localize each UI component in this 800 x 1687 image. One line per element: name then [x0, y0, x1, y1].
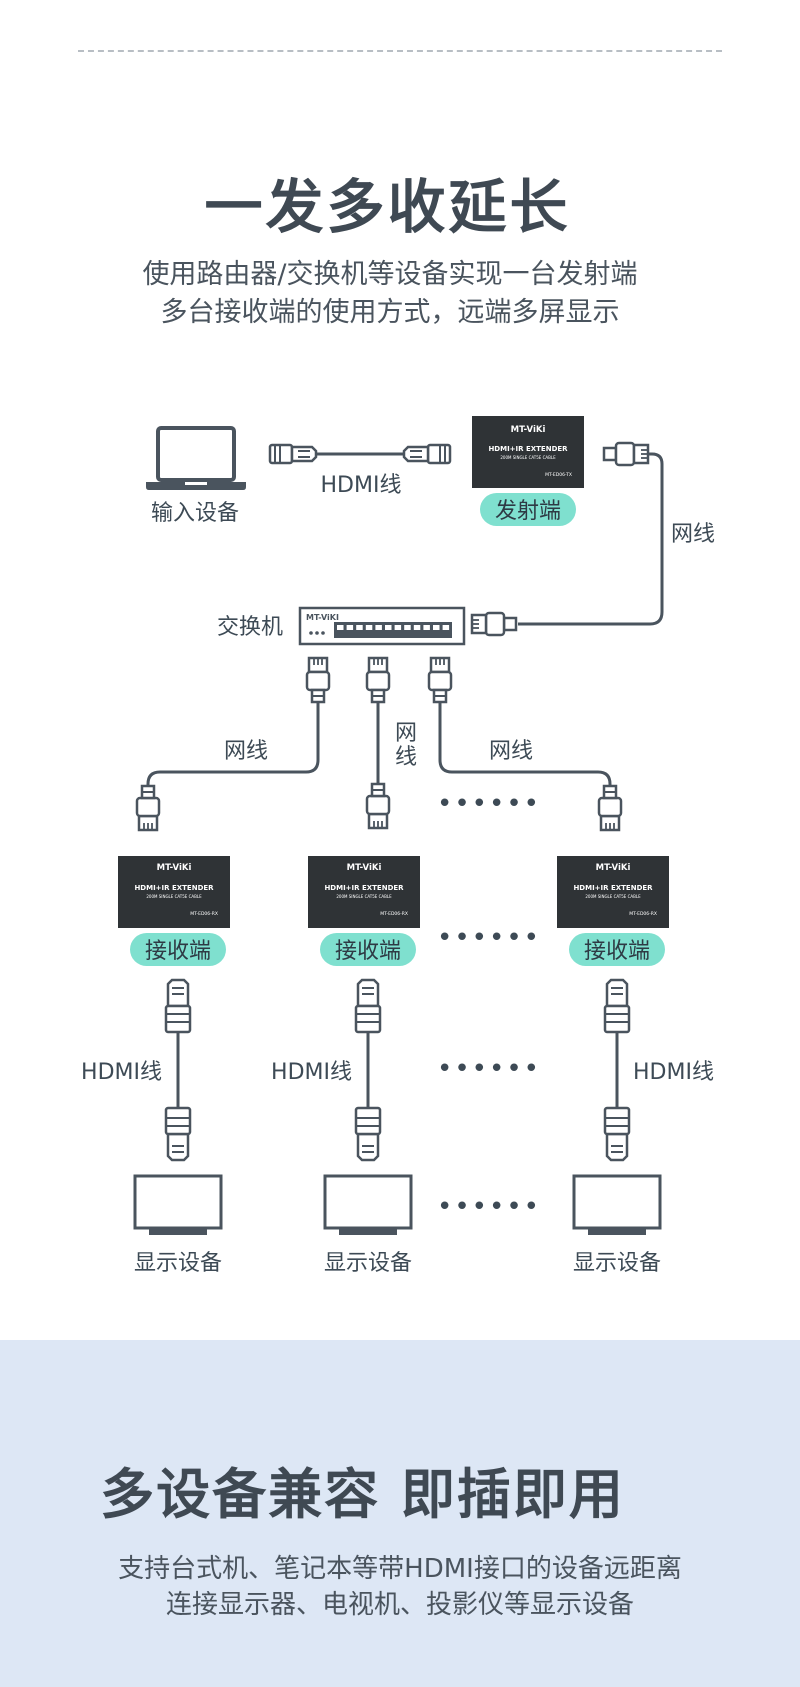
receiver-model: MT-ED06-RX [190, 911, 218, 917]
rj45-connector-icon [427, 656, 453, 704]
switch-label: 交换机 [217, 615, 283, 640]
display-label-2: 显示设备 [324, 1251, 412, 1276]
transmitter-model: MT-ED06-TX [545, 472, 572, 478]
rj45-connector-icon [365, 782, 391, 830]
network-cable-label-left: 网线 [224, 739, 268, 764]
network-cable-line [146, 702, 320, 788]
ellipsis-receivers: •••••• [437, 923, 541, 953]
receiver-label-3: 接收端 [584, 939, 650, 964]
receiver-brand: MT-ViKi [596, 863, 631, 873]
network-cable-label-vertical-2: 线 [395, 745, 417, 770]
hdmi-connector-icon [603, 978, 631, 1034]
switch-port [394, 625, 402, 630]
ellipsis-cables: •••••• [437, 1054, 541, 1084]
subtitle-line-1: 使用路由器/交换机等设备实现一台发射端 [142, 259, 638, 290]
transmitter-pill [480, 493, 576, 526]
hdmi-cable-label-2: HDMI线 [271, 1060, 352, 1085]
hdmi-connector-icon [268, 443, 318, 465]
network-cable-line [438, 702, 612, 788]
display-label-3: 显示设备 [573, 1251, 661, 1276]
receiver-desc: 200M SINGLE CAT5E CABLE [336, 894, 392, 899]
switch-port [423, 625, 430, 630]
switch-port [385, 625, 392, 630]
compatibility-title: 多设备兼容 即插即用 [100, 1463, 625, 1526]
ellipsis-displays: •••••• [437, 1192, 541, 1222]
hdmi-cable-label-3: HDMI线 [633, 1060, 714, 1085]
switch-port [337, 625, 344, 630]
ellipsis-network: •••••• [437, 789, 541, 819]
network-cable-line [518, 452, 664, 626]
compatibility-section: 多设备兼容 即插即用 支持台式机、笔记本等带HDMI接口的设备远距离 连接显示器… [0, 1340, 800, 1687]
page-title: 一发多收延长 [204, 173, 571, 241]
switch-port [365, 625, 373, 630]
receiver-model: MT-ED06-RX [629, 911, 657, 917]
top-divider [78, 50, 722, 52]
display-label-1: 显示设备 [134, 1251, 222, 1276]
receiver-product: HDMI+IR EXTENDER [324, 884, 404, 892]
rj45-connector-icon [135, 784, 161, 832]
receiver-product: HDMI+IR EXTENDER [134, 884, 214, 892]
transmitter-label: 发射端 [495, 499, 561, 524]
transmitter-device: MT-ViKi HDMI+IR EXTENDER 200M SINGLE CAT… [472, 416, 584, 488]
input-device-label: 输入设备 [151, 501, 239, 526]
switch-port [375, 625, 382, 630]
switch-port [404, 625, 411, 630]
rj45-connector-icon [365, 656, 391, 704]
switch-brand: MT-ViKI [306, 613, 339, 622]
receiver-label-1: 接收端 [145, 939, 211, 964]
compatibility-line-1: 支持台式机、笔记本等带HDMI接口的设备远距离 [118, 1554, 682, 1584]
switch-port [442, 625, 450, 630]
receiver-pill-2 [320, 933, 416, 966]
receiver-brand: MT-ViKi [347, 863, 382, 873]
laptop-icon [146, 426, 246, 490]
receiver-label-2: 接收端 [335, 939, 401, 964]
network-cable-label-top: 网线 [671, 522, 715, 547]
monitor-icon [572, 1174, 662, 1237]
switch-device: MT-ViKI [298, 606, 466, 646]
hdmi-connector-icon [164, 978, 192, 1034]
subtitle-line-2: 多台接收端的使用方式，远端多屏显示 [160, 297, 620, 328]
rj45-connector-icon [305, 656, 331, 704]
receiver-model: MT-ED06-RX [380, 911, 408, 917]
receiver-pill-3 [569, 933, 665, 966]
hdmi-connector-icon [354, 1106, 382, 1162]
switch-port [433, 625, 440, 630]
receiver-desc: 200M SINGLE CAT5E CABLE [146, 894, 202, 899]
hdmi-cable-label: HDMI线 [321, 473, 402, 498]
hdmi-connector-icon [603, 1106, 631, 1162]
receiver-desc: 200M SINGLE CAT5E CABLE [585, 894, 641, 899]
transmitter-brand: MT-ViKi [511, 425, 546, 435]
hdmi-cable-label-1: HDMI线 [81, 1060, 162, 1085]
network-cable-label-right: 网线 [489, 739, 533, 764]
rj45-connector-icon [597, 784, 623, 832]
network-cable-label-vertical-1: 网 [395, 721, 417, 746]
hdmi-connector-icon [402, 443, 452, 465]
receiver-brand: MT-ViKi [157, 863, 192, 873]
transmitter-product: HDMI+IR EXTENDER [488, 445, 568, 453]
monitor-icon [323, 1174, 413, 1237]
switch-port [346, 625, 354, 630]
receiver-product: HDMI+IR EXTENDER [573, 884, 653, 892]
hdmi-connector-icon [354, 978, 382, 1034]
compatibility-line-2: 连接显示器、电视机、投影仪等显示设备 [165, 1590, 634, 1620]
receiver-pill-1 [130, 933, 226, 966]
switch-port [413, 625, 421, 630]
transmitter-desc: 200M SINGLE CAT5E CABLE [500, 455, 556, 460]
connection-diagram: 输入设备 HDMI线 MT-ViKi HDMI+IR EXTENDER 200M… [81, 416, 715, 1276]
monitor-icon [133, 1174, 223, 1237]
hdmi-connector-icon [164, 1106, 192, 1162]
rj45-connector-icon [470, 611, 518, 637]
rj45-connector-icon [602, 441, 650, 467]
switch-port [356, 625, 363, 630]
